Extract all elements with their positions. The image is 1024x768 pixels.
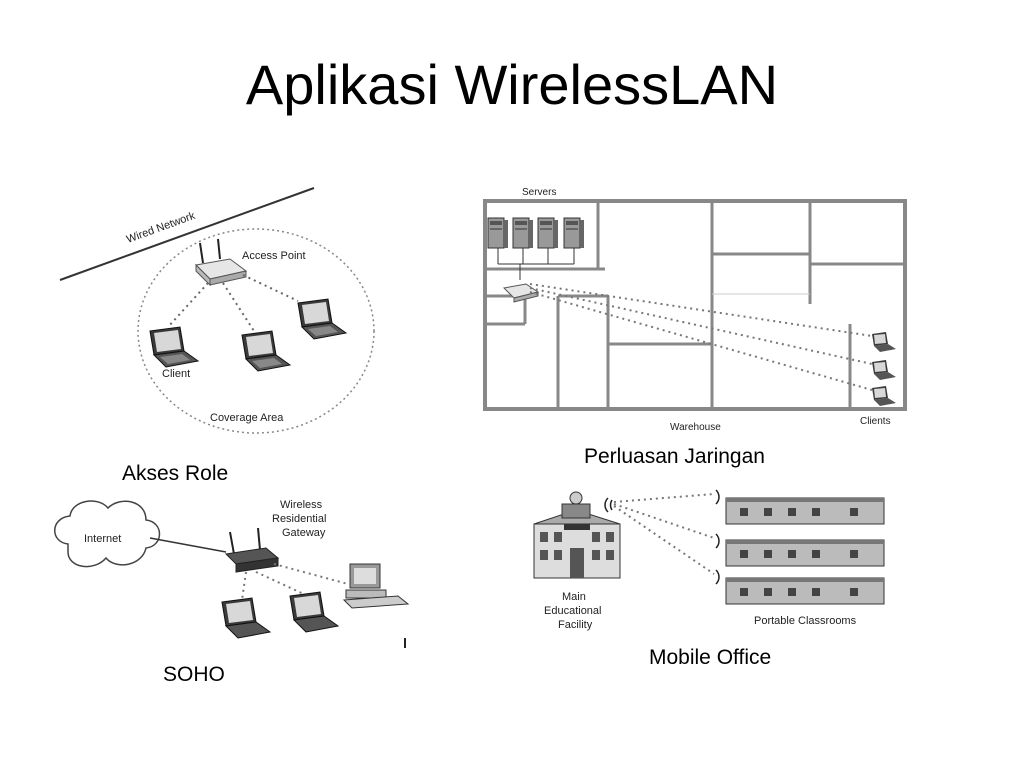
desktop-computer-icon bbox=[342, 563, 410, 609]
client-laptop-icon bbox=[149, 326, 199, 368]
access-role-caption: Akses Role bbox=[122, 462, 229, 485]
access-point-label: Access Point bbox=[242, 250, 306, 262]
portable-classroom-icon bbox=[725, 539, 885, 567]
gateway-label-line1: Wireless bbox=[280, 499, 323, 511]
server-icon bbox=[537, 217, 559, 249]
access-role-diagram: Wired Network Access Point Client Covera… bbox=[59, 187, 375, 434]
main-facility-label-line1: Main bbox=[562, 591, 586, 603]
server-icon bbox=[563, 217, 585, 249]
soho-caption: SOHO bbox=[163, 663, 225, 686]
residential-gateway-icon bbox=[224, 527, 280, 573]
client-laptop-icon bbox=[241, 330, 291, 372]
main-facility-label-line3: Facility bbox=[558, 619, 593, 631]
client-label: Client bbox=[162, 368, 190, 380]
portable-classroom-icon bbox=[725, 497, 885, 525]
access-point-icon bbox=[502, 283, 540, 303]
wired-network-label: Wired Network bbox=[125, 210, 197, 246]
internet-cloud-icon bbox=[54, 500, 161, 568]
coverage-area-label: Coverage Area bbox=[210, 412, 284, 424]
portable-classroom-icon bbox=[725, 577, 885, 605]
network-extension-caption: Perluasan Jaringan bbox=[584, 445, 765, 468]
server-icon bbox=[487, 217, 509, 249]
internet-label: Internet bbox=[84, 533, 121, 545]
mobile-office-diagram: Main Educational Facility Portable Class… bbox=[533, 489, 885, 631]
access-point-icon bbox=[194, 238, 248, 287]
stray-mark bbox=[404, 638, 406, 648]
client-laptop-icon bbox=[872, 332, 896, 352]
gateway-label-line3: Gateway bbox=[282, 527, 326, 539]
client-laptop-icon bbox=[872, 386, 896, 406]
server-icon bbox=[512, 217, 534, 249]
client-laptop-icon bbox=[297, 298, 347, 340]
main-building-icon bbox=[533, 491, 621, 579]
laptop-icon bbox=[221, 597, 272, 639]
network-extension-diagram: Servers bbox=[483, 187, 907, 433]
laptop-icon bbox=[289, 591, 340, 633]
main-facility-label-line2: Educational bbox=[544, 605, 602, 617]
gateway-label-line2: Residential bbox=[272, 513, 326, 525]
client-laptop-icon bbox=[872, 360, 896, 380]
servers-label: Servers bbox=[522, 187, 556, 198]
portable-classrooms-label: Portable Classrooms bbox=[754, 615, 857, 627]
mobile-office-caption: Mobile Office bbox=[649, 646, 772, 669]
antenna-icon bbox=[604, 497, 613, 513]
warehouse-label: Warehouse bbox=[670, 422, 721, 433]
soho-diagram: Internet Wireless Residential Gateway bbox=[54, 499, 410, 639]
clients-label: Clients bbox=[860, 416, 891, 427]
slide-title: Aplikasi WirelessLAN bbox=[245, 53, 779, 116]
